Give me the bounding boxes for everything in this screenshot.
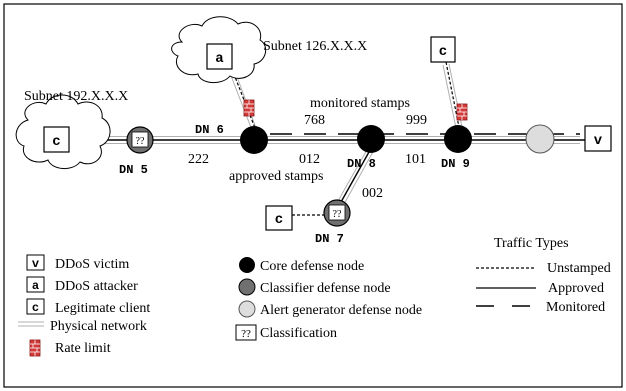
- legend-traffic-title: Traffic Types: [494, 236, 569, 251]
- stamp-222: 222: [188, 152, 209, 167]
- legend-core-node: [239, 257, 255, 273]
- dn7-classification-box: [328, 204, 346, 221]
- legend-approved-text: Approved: [548, 281, 604, 296]
- legend-classifier-text: Classifier defense node: [260, 281, 391, 296]
- dn8-label: DN 8: [347, 157, 376, 171]
- dn5-label: DN 5: [119, 163, 148, 177]
- dn7-label: DN 7: [315, 232, 344, 246]
- client-box-top: [430, 36, 456, 63]
- alert-generator-node: [525, 124, 555, 154]
- legend-classification-mark: ??: [241, 328, 251, 340]
- dn7-classification-mark: ??: [333, 209, 342, 220]
- legend-core-text: Core defense node: [260, 259, 364, 274]
- legend-unstamped-text: Unstamped: [547, 261, 611, 276]
- stamp-999: 999: [406, 113, 427, 128]
- dn9-core-node: [444, 125, 472, 153]
- legend-rate-limit-text: Rate limit: [55, 341, 111, 356]
- dn6-core-node: [240, 126, 268, 154]
- attacker-box-top: [206, 43, 233, 70]
- legend-alert-node: [238, 300, 256, 318]
- subnet-126-label: Subnet 126.X.X.X: [263, 39, 367, 54]
- dn9-label: DN 9: [441, 157, 470, 171]
- subnet-192-label: Subnet 192.X.X.X: [24, 89, 128, 104]
- victim-box-label: v: [594, 133, 603, 149]
- legend-attacker-text: DDoS attacker: [55, 279, 138, 294]
- legend-classification-box: [235, 324, 257, 341]
- stamp-768: 768: [304, 113, 325, 128]
- rate-limit-icon-dn9: [456, 103, 468, 121]
- dn5-classification-box: [131, 131, 149, 148]
- victim-box: [584, 125, 612, 152]
- dn6-label: DN 6: [195, 123, 224, 137]
- client-box-top-label: c: [439, 44, 447, 60]
- legend-victim-letter: v: [32, 257, 39, 271]
- client-box-bottom: [265, 205, 293, 231]
- legend-client-box: [26, 298, 45, 315]
- monitored-stamps-label: monitored stamps: [310, 96, 410, 111]
- client-box-left: [43, 126, 70, 153]
- stamp-101: 101: [405, 152, 426, 167]
- legend-client-text: Legitimate client: [55, 301, 150, 316]
- client-box-bottom-label: c: [275, 212, 283, 228]
- attacker-box-top-label: a: [215, 51, 224, 67]
- rate-limit-icon-dn6: [243, 99, 255, 117]
- legend-alert-text: Alert generator defense node: [260, 303, 422, 318]
- legend-attacker-box: [26, 276, 45, 293]
- legend-victim-text: DDoS victim: [55, 257, 129, 272]
- legend-monitored-text: Monitored: [546, 300, 605, 315]
- legend-rate-limit-icon: [29, 339, 41, 357]
- dn5-classification-mark: ??: [136, 136, 145, 147]
- legend-client-letter: c: [32, 301, 39, 315]
- legend: v DDoS victim a DDoS attacker c Legitima…: [18, 236, 611, 357]
- legend-classification-text: Classification: [260, 326, 337, 341]
- outer-frame: [3, 3, 623, 388]
- legend-classifier-node: [238, 278, 256, 296]
- stamp-002: 002: [362, 186, 383, 201]
- approved-stamps-label: approved stamps: [229, 169, 323, 184]
- dn8-core-node: [357, 125, 385, 153]
- legend-attacker-letter: a: [32, 279, 39, 293]
- stamp-012: 012: [299, 152, 320, 167]
- legend-victim-box: [26, 254, 45, 271]
- client-box-left-label: c: [52, 134, 60, 150]
- legend-physical-text: Physical network: [50, 319, 147, 334]
